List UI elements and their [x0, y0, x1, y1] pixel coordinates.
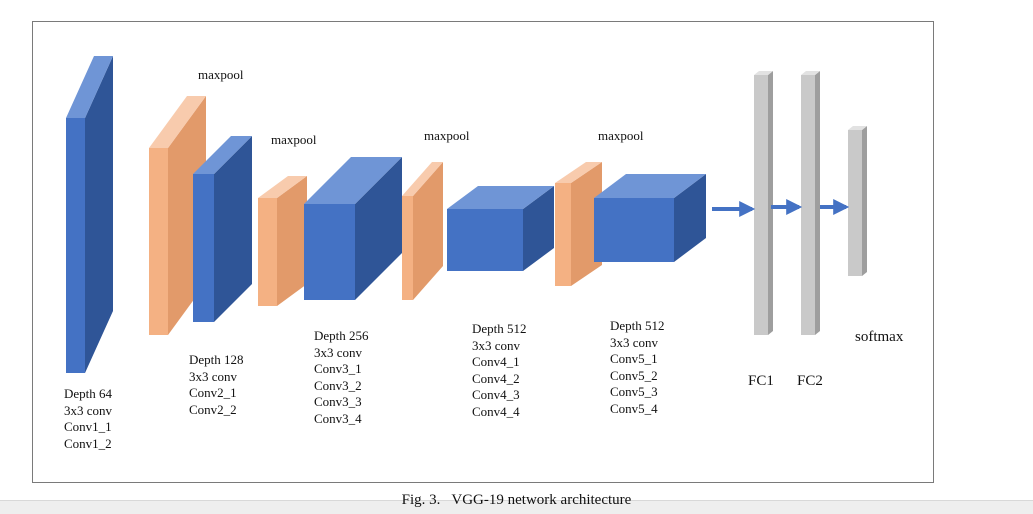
block1-label: Depth 64 3x3 conv Conv1_1 Conv1_2 — [64, 386, 112, 452]
block4-label: Depth 512 3x3 conv Conv4_1 Conv4_2 Conv4… — [472, 321, 527, 420]
fc2-label: FC2 — [797, 373, 823, 389]
maxpool-label: maxpool — [424, 128, 470, 143]
maxpool-layer-3-side — [413, 162, 443, 300]
maxpool-layer-1-front — [149, 148, 168, 335]
block4-layer: Conv4_3 — [472, 387, 520, 402]
fc1-layer-side — [768, 71, 773, 335]
conv-block-3-front — [304, 204, 355, 300]
conv-block-5-front — [594, 198, 674, 262]
block5-conv: 3x3 conv — [610, 334, 659, 350]
fc2-layer-front — [801, 75, 815, 335]
block4-depth: Depth 512 — [472, 321, 527, 336]
block5-layer: Conv5_4 — [610, 400, 658, 416]
block5-depth: Depth 512 — [610, 318, 665, 333]
block1-layer: Conv1_2 — [64, 435, 112, 451]
maxpool-layer-2-top — [258, 176, 307, 198]
viewer-bottom-bar — [0, 500, 1033, 514]
block1-conv: 3x3 conv — [64, 402, 113, 418]
softmax-layer-side — [862, 126, 867, 276]
fc1-label: FC1 — [748, 373, 774, 389]
maxpool-label: maxpool — [198, 67, 244, 82]
maxpool-layer-4-front — [555, 183, 571, 286]
block3-depth: Depth 256 — [314, 328, 369, 343]
conv-block-5-top — [594, 174, 706, 198]
block5-layer: Conv5_1 — [610, 351, 658, 366]
conv-block-1-top — [66, 56, 113, 118]
softmax-label: softmax — [855, 329, 904, 345]
conv-block-5-side — [674, 174, 706, 262]
fc1-layer-top — [754, 71, 773, 75]
fc2-layer-side — [815, 71, 820, 335]
block3-layer: Conv3_1 — [314, 361, 362, 376]
maxpool-layer-4-top — [555, 162, 602, 183]
block1-layer: Conv1_1 — [64, 419, 112, 434]
block2-layer: Conv2_1 — [189, 385, 237, 400]
block4-layer: Conv4_4 — [472, 403, 520, 419]
block1-depth: Depth 64 — [64, 386, 113, 401]
block3-layer: Conv3_3 — [314, 394, 362, 409]
block3-conv: 3x3 conv — [314, 344, 363, 360]
conv-block-2-front — [193, 174, 214, 322]
diagram-frame: maxpool maxpool maxpool maxpool Depth 64… — [32, 21, 934, 483]
block2-label: Depth 128 3x3 conv Conv2_1 Conv2_2 — [189, 352, 244, 418]
block2-layer: Conv2_2 — [189, 401, 237, 417]
figure-caption: Fig. 3. VGG-19 network architecture — [401, 492, 632, 508]
maxpool-layer-3-front — [402, 196, 413, 300]
maxpool-layer-1-top — [149, 96, 206, 148]
maxpool-layer-2-front — [258, 198, 277, 306]
block4-layer: Conv4_1 — [472, 354, 520, 369]
conv-block-3-top — [304, 157, 402, 204]
block3-label: Depth 256 3x3 conv Conv3_1 Conv3_2 Conv3… — [314, 328, 369, 427]
softmax-layer-top — [848, 126, 867, 130]
vgg19-diagram — [66, 56, 867, 373]
fc1-layer-front — [754, 75, 768, 335]
block4-layer: Conv4_2 — [472, 370, 520, 386]
block3-layer: Conv3_4 — [314, 410, 362, 426]
block4-conv: 3x3 conv — [472, 337, 521, 353]
conv-block-2-top — [193, 136, 252, 174]
maxpool-label: maxpool — [271, 132, 317, 147]
conv-block-2-side — [214, 136, 252, 322]
block5-label: Depth 512 3x3 conv Conv5_1 Conv5_2 Conv5… — [610, 318, 665, 417]
softmax-layer-front — [848, 130, 862, 276]
maxpool-label: maxpool — [598, 128, 644, 143]
block5-layer: Conv5_2 — [610, 367, 658, 383]
fc2-layer-top — [801, 71, 820, 75]
conv-block-4-side — [523, 186, 554, 271]
maxpool-layer-2-side — [277, 176, 307, 306]
conv-block-4-top — [447, 186, 554, 209]
block5-layer: Conv5_3 — [610, 384, 658, 399]
block2-conv: 3x3 conv — [189, 368, 238, 384]
conv-block-4-front — [447, 209, 523, 271]
block2-depth: Depth 128 — [189, 352, 244, 367]
conv-block-1-side — [85, 56, 113, 373]
conv-block-3-side — [355, 157, 402, 300]
conv-block-1-front — [66, 118, 85, 373]
block3-layer: Conv3_2 — [314, 377, 362, 393]
maxpool-layer-3-top — [402, 162, 443, 196]
